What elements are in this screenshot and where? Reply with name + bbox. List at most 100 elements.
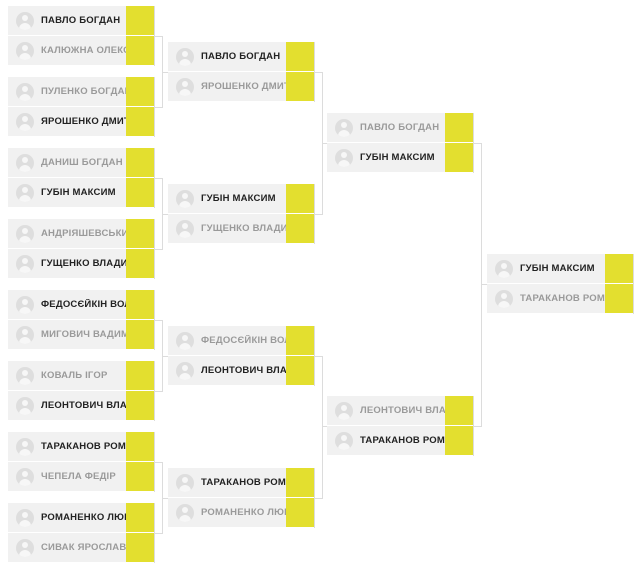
player-slot[interactable]: ТАРАКАНОВ РОМА	[487, 284, 633, 313]
player-slot[interactable]: МИГОВИЧ ВАДИМ	[8, 320, 154, 349]
match-card[interactable]: КОВАЛЬ ІГОР ЛЕОНТОВИЧ ВЛАД	[8, 361, 155, 421]
connector-line	[154, 36, 162, 37]
player-slot[interactable]: РОМАНЕНКО ЛЮБ	[168, 498, 314, 527]
score-box	[445, 143, 473, 172]
score-box	[605, 254, 633, 283]
match-card[interactable]: ЛЕОНТОВИЧ ВЛАД ТАРАКАНОВ РОМА	[327, 396, 474, 456]
score-box	[445, 113, 473, 142]
score-box	[126, 148, 154, 177]
player-slot[interactable]: РОМАНЕНКО ЛЮБ	[8, 503, 154, 532]
player-name: ЧЕПЕЛА ФЕДІР	[41, 471, 116, 482]
player-name: ЛЕОНТОВИЧ ВЛАД	[201, 365, 295, 376]
player-slot[interactable]: ПАВЛО БОГДАН	[327, 113, 473, 142]
score-box	[126, 219, 154, 248]
avatar-icon	[16, 366, 34, 385]
player-slot[interactable]: ЛЕОНТОВИЧ ВЛАД	[168, 356, 314, 385]
connector-line	[481, 143, 482, 427]
score-box	[286, 498, 314, 527]
score-box	[126, 178, 154, 207]
connector-line	[314, 356, 322, 357]
player-name: ЯРОШЕНКО ДМИТ	[41, 116, 130, 127]
player-name: ПАВЛО БОГДАН	[201, 51, 281, 62]
avatar-icon	[495, 259, 513, 278]
player-name: ГУБІН МАКСИМ	[360, 152, 435, 163]
connector-line	[154, 249, 162, 250]
avatar-icon	[16, 153, 34, 172]
player-slot[interactable]: ГУБІН МАКСИМ	[327, 143, 473, 172]
match-card[interactable]: ТАРАКАНОВ РОМА РОМАНЕНКО ЛЮБ	[168, 468, 315, 528]
player-slot[interactable]: ТАРАКАНОВ РОМА	[327, 426, 473, 455]
player-name: ПУЛЕНКО БОГДАН	[41, 86, 132, 97]
player-name: ГУБІН МАКСИМ	[41, 187, 116, 198]
avatar-icon	[176, 473, 194, 492]
player-slot[interactable]: ГУБІН МАКСИМ	[168, 184, 314, 213]
avatar-icon	[16, 538, 34, 557]
player-slot[interactable]: ЯРОШЕНКО ДМИТ	[8, 107, 154, 136]
player-slot[interactable]: АНДРІЯШЕВСЬКИЙ	[8, 219, 154, 248]
player-name: ТАРАКАНОВ РОМА	[520, 293, 613, 304]
player-slot[interactable]: ТАРАКАНОВ РОМА	[168, 468, 314, 497]
player-slot[interactable]: ЛЕОНТОВИЧ ВЛАД	[8, 391, 154, 420]
player-slot[interactable]: ГУЩЕНКО ВЛАДИС	[8, 249, 154, 278]
avatar-icon	[335, 401, 353, 420]
connector-line	[314, 214, 322, 215]
avatar-icon	[16, 183, 34, 202]
match-card[interactable]: ПАВЛО БОГДАН ЯРОШЕНКО ДМИТ	[168, 42, 315, 102]
score-box	[605, 284, 633, 313]
player-slot[interactable]: ПАВЛО БОГДАН	[168, 42, 314, 71]
player-name: ТАРАКАНОВ РОМА	[201, 477, 294, 488]
score-box	[286, 356, 314, 385]
player-slot[interactable]: ГУБІН МАКСИМ	[8, 178, 154, 207]
match-card[interactable]: ДАНИШ БОГДАН ГУБІН МАКСИМ	[8, 148, 155, 208]
player-slot[interactable]: ГУЩЕНКО ВЛАДИС	[168, 214, 314, 243]
player-slot[interactable]: КОВАЛЬ ІГОР	[8, 361, 154, 390]
avatar-icon	[335, 431, 353, 450]
player-name: ГУБІН МАКСИМ	[201, 193, 276, 204]
player-name: РОМАНЕНКО ЛЮБ	[201, 507, 292, 518]
player-name: ФЕДОСЄЙКІН ВОЛ	[201, 335, 292, 346]
player-name: ЛЕОНТОВИЧ ВЛАД	[41, 400, 135, 411]
player-slot[interactable]: ГУБІН МАКСИМ	[487, 254, 633, 283]
player-slot[interactable]: КАЛЮЖНА ОЛЕКС	[8, 36, 154, 65]
connector-line	[473, 426, 481, 427]
player-slot[interactable]: ДАНИШ БОГДАН	[8, 148, 154, 177]
player-slot[interactable]: ФЕДОСЄЙКІН ВОЛ	[168, 326, 314, 355]
score-box	[126, 249, 154, 278]
player-slot[interactable]: ФЕДОСЄЙКІН ВОЛ	[8, 290, 154, 319]
avatar-icon	[176, 47, 194, 66]
score-box	[126, 6, 154, 35]
player-name: СИВАК ЯРОСЛАВ	[41, 542, 127, 553]
player-slot[interactable]: ЧЕПЕЛА ФЕДІР	[8, 462, 154, 491]
score-box	[126, 320, 154, 349]
score-box	[286, 42, 314, 71]
player-slot[interactable]: ЯРОШЕНКО ДМИТ	[168, 72, 314, 101]
player-slot[interactable]: ЛЕОНТОВИЧ ВЛАД	[327, 396, 473, 425]
match-card[interactable]: ПУЛЕНКО БОГДАН ЯРОШЕНКО ДМИТ	[8, 77, 155, 137]
avatar-icon	[176, 219, 194, 238]
player-name: ПАВЛО БОГДАН	[360, 122, 440, 133]
match-card[interactable]: ФЕДОСЄЙКІН ВОЛ ЛЕОНТОВИЧ ВЛАД	[168, 326, 315, 386]
score-box	[286, 326, 314, 355]
match-card[interactable]: РОМАНЕНКО ЛЮБ СИВАК ЯРОСЛАВ	[8, 503, 155, 563]
player-name: ДАНИШ БОГДАН	[41, 157, 123, 168]
score-box	[445, 426, 473, 455]
avatar-icon	[176, 503, 194, 522]
connector-line	[322, 143, 327, 144]
player-slot[interactable]: ПАВЛО БОГДАН	[8, 6, 154, 35]
player-slot[interactable]: ТАРАКАНОВ РОМА	[8, 432, 154, 461]
player-slot[interactable]: ПУЛЕНКО БОГДАН	[8, 77, 154, 106]
match-card[interactable]: ГУБІН МАКСИМ ТАРАКАНОВ РОМА	[487, 254, 634, 314]
connector-line	[154, 178, 162, 179]
avatar-icon	[16, 112, 34, 131]
match-card[interactable]: ФЕДОСЄЙКІН ВОЛ МИГОВИЧ ВАДИМ	[8, 290, 155, 350]
match-card[interactable]: ТАРАКАНОВ РОМА ЧЕПЕЛА ФЕДІР	[8, 432, 155, 492]
connector-line	[481, 284, 487, 285]
player-name: ТАРАКАНОВ РОМА	[360, 435, 453, 446]
connector-line	[154, 462, 162, 463]
player-slot[interactable]: СИВАК ЯРОСЛАВ	[8, 533, 154, 562]
match-card[interactable]: ПАВЛО БОГДАН ГУБІН МАКСИМ	[327, 113, 474, 173]
player-name: ФЕДОСЄЙКІН ВОЛ	[41, 299, 132, 310]
match-card[interactable]: ГУБІН МАКСИМ ГУЩЕНКО ВЛАДИС	[168, 184, 315, 244]
